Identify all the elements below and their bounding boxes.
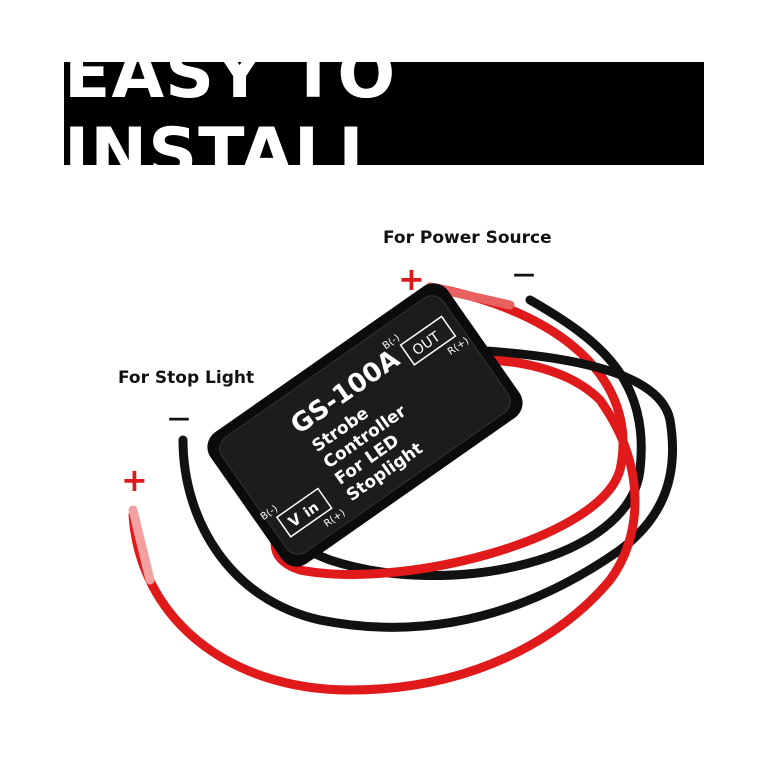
banner-title: EASY TO INSTALL — [64, 34, 397, 193]
wire-red-power — [270, 282, 628, 579]
strobe-controller: GS-100A Strobe Controller For LED Stopli… — [207, 283, 523, 567]
stop-plus-sign: + — [121, 461, 148, 499]
wire-red-stop — [128, 355, 640, 695]
stop-minus-sign: — — [168, 406, 190, 431]
wire-black-stop — [178, 345, 678, 632]
title-banner: EASY TO INSTALL — [64, 35, 704, 193]
power-minus-sign: — — [513, 262, 535, 287]
stop-light-label: For Stop Light — [118, 368, 255, 388]
power-source-label: For Power Source — [383, 228, 552, 248]
power-plus-sign: + — [398, 260, 425, 298]
